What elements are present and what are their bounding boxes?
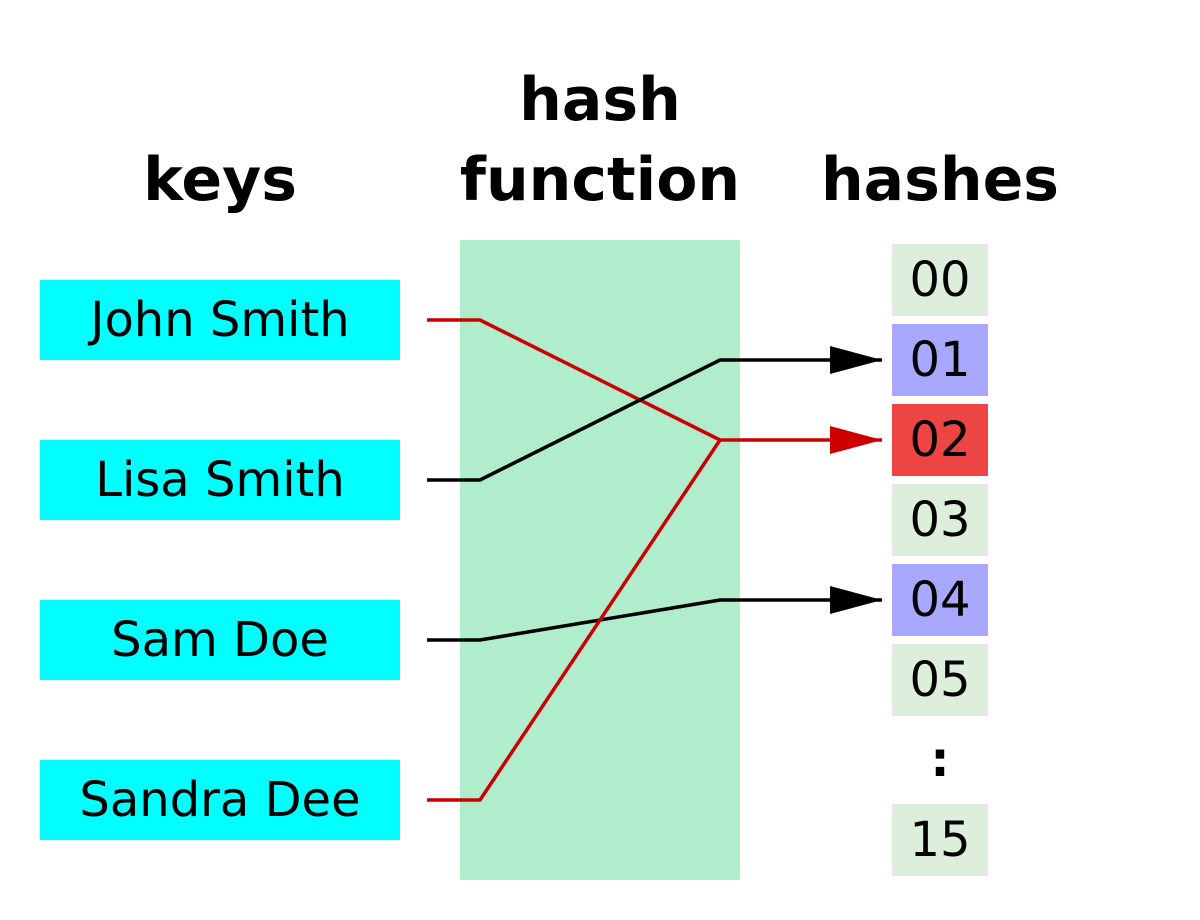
hash-function-heading-line1: hash bbox=[519, 65, 681, 135]
hash-bucket-05: 05 bbox=[892, 644, 988, 716]
hash-bucket-01: 01 bbox=[892, 324, 988, 396]
link-john-smith bbox=[427, 318, 721, 442]
bucket-ellipsis: : bbox=[930, 732, 950, 788]
hash-function-panel bbox=[460, 240, 740, 880]
link-sam-doe bbox=[427, 586, 882, 642]
link-sandra-dee bbox=[427, 426, 882, 802]
hash-function-heading: hash function bbox=[420, 60, 780, 220]
link-lisa-smith bbox=[427, 346, 882, 482]
hashes-heading: hashes bbox=[820, 145, 1060, 215]
hash-bucket-04: 04 bbox=[892, 564, 988, 636]
key-box-sandra-dee: Sandra Dee bbox=[40, 760, 400, 840]
hash-function-heading-line2: function bbox=[459, 145, 741, 215]
hash-bucket-00: 00 bbox=[892, 244, 988, 316]
hash-bucket-15: 15 bbox=[892, 804, 988, 876]
key-box-lisa-smith: Lisa Smith bbox=[40, 440, 400, 520]
hash-bucket-03: 03 bbox=[892, 484, 988, 556]
hash-bucket-02: 02 bbox=[892, 404, 988, 476]
key-box-sam-doe: Sam Doe bbox=[40, 600, 400, 680]
keys-heading: keys bbox=[143, 145, 297, 215]
key-box-john-smith: John Smith bbox=[40, 280, 400, 360]
